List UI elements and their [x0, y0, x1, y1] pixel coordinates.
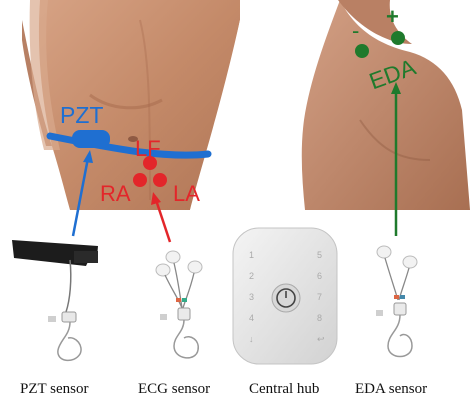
pzt-label: PZT	[60, 102, 103, 128]
back-torso-image	[300, 0, 470, 210]
hub-button-label: ↩	[317, 334, 325, 344]
hub-button-label: ↓	[249, 334, 254, 344]
ra-label: RA	[100, 181, 131, 206]
hub-button-label: 3	[249, 292, 254, 302]
eda-sensor-device	[376, 246, 417, 357]
electrode-minus	[355, 44, 369, 58]
caption-central-hub: Central hub	[249, 381, 319, 397]
caption-pzt-sensor: PZT sensor	[20, 381, 88, 397]
plus-label: +	[386, 4, 399, 29]
hub-button-label: 5	[317, 250, 322, 260]
electrode-ra	[133, 173, 147, 187]
central-hub-device: 1 2 3 4 ↓ 5 6 7 8 ↩	[233, 228, 337, 364]
hub-button-label: 1	[249, 250, 254, 260]
pzt-sensor-device	[12, 240, 98, 360]
caption-ecg-sensor: ECG sensor	[138, 381, 210, 397]
hub-button-label: 6	[317, 271, 322, 281]
hub-button-label: 7	[317, 292, 322, 302]
hub-button-label: 4	[249, 313, 254, 323]
electrode-la	[153, 173, 167, 187]
lf-label: LF	[135, 136, 161, 161]
hub-button-label: 8	[317, 313, 322, 323]
ecg-sensor-device	[156, 251, 202, 358]
hub-button-label: 2	[249, 271, 254, 281]
electrode-plus	[391, 31, 405, 45]
minus-label: -	[352, 18, 359, 43]
caption-eda-sensor: EDA sensor	[355, 381, 427, 397]
la-label: LA	[173, 181, 200, 206]
